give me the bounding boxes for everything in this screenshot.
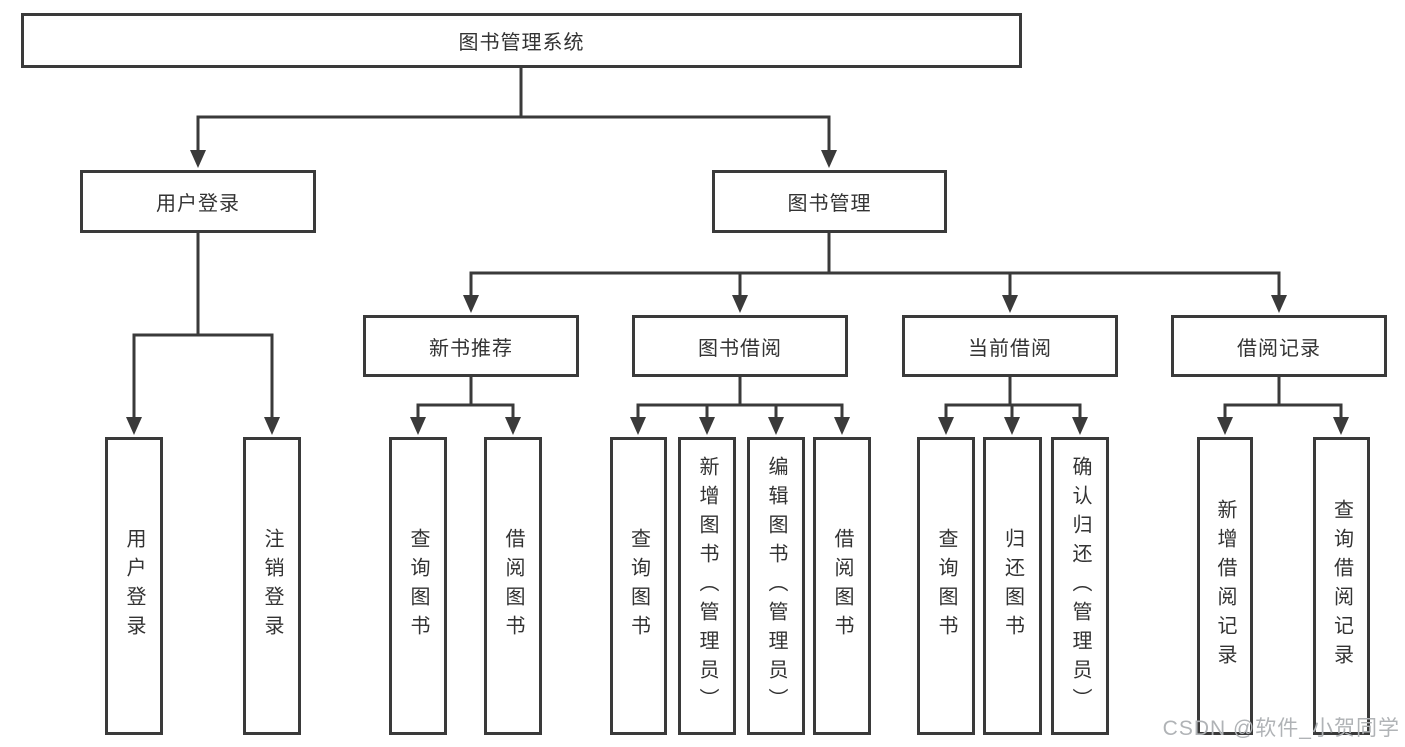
- node-current-borrow: 当前借阅: [902, 315, 1118, 377]
- leaf-query-books-current-label: 查询图书: [935, 528, 957, 644]
- node-book-management: 图书管理: [712, 170, 947, 233]
- leaf-add-book-admin: 新增图书（管理员）: [678, 437, 736, 735]
- leaf-borrow-books: 借阅图书: [813, 437, 871, 735]
- leaf-logout: 注销登录: [243, 437, 301, 735]
- leaf-edit-book-admin: 编辑图书（管理员）: [747, 437, 805, 735]
- leaf-query-borrow-record-label: 查询借阅记录: [1330, 499, 1353, 673]
- node-book-management-label: 图书管理: [787, 193, 872, 215]
- leaf-query-borrow-record: 查询借阅记录: [1313, 437, 1370, 735]
- csdn-watermark: CSDN @软件_小贺同学: [1162, 717, 1400, 740]
- node-root-label: 图书管理系统: [458, 32, 585, 54]
- leaf-query-books-borrow-label: 查询图书: [627, 528, 650, 644]
- node-new-book-recommend: 新书推荐: [363, 315, 579, 377]
- leaf-query-books-borrow: 查询图书: [610, 437, 667, 735]
- leaf-user-login: 用户登录: [105, 437, 163, 735]
- leaf-query-books-recommend-label: 查询图书: [407, 528, 429, 644]
- leaf-query-books-recommend: 查询图书: [389, 437, 447, 735]
- leaf-query-books-current: 查询图书: [917, 437, 975, 735]
- node-user-login-label: 用户登录: [156, 193, 240, 215]
- node-root-system: 图书管理系统: [21, 13, 1022, 68]
- leaf-edit-book-admin-label: 编辑图书（管理员）: [765, 455, 787, 717]
- leaf-add-borrow-record: 新增借阅记录: [1197, 437, 1253, 735]
- node-book-borrow-label: 图书借阅: [698, 337, 782, 360]
- leaf-logout-label: 注销登录: [261, 528, 283, 644]
- leaf-borrow-books-label: 借阅图书: [831, 528, 853, 644]
- node-user-login: 用户登录: [80, 170, 316, 233]
- leaf-return-book: 归还图书: [983, 437, 1042, 735]
- leaf-confirm-return-admin: 确认归还（管理员）: [1051, 437, 1109, 735]
- leaf-borrow-books-recommend: 借阅图书: [484, 437, 542, 735]
- node-book-borrow: 图书借阅: [632, 315, 848, 377]
- leaf-return-book-label: 归还图书: [1001, 528, 1024, 644]
- leaf-add-book-admin-label: 新增图书（管理员）: [696, 455, 718, 717]
- node-current-borrow-label: 当前借阅: [968, 337, 1052, 360]
- node-borrow-records: 借阅记录: [1171, 315, 1387, 377]
- node-new-book-recommend-label: 新书推荐: [429, 337, 513, 360]
- leaf-confirm-return-admin-label: 确认归还（管理员）: [1069, 455, 1091, 717]
- node-borrow-records-label: 借阅记录: [1237, 337, 1321, 360]
- leaf-borrow-books-recommend-label: 借阅图书: [502, 528, 524, 644]
- leaf-user-login-label: 用户登录: [123, 528, 145, 644]
- leaf-add-borrow-record-label: 新增借阅记录: [1214, 499, 1236, 673]
